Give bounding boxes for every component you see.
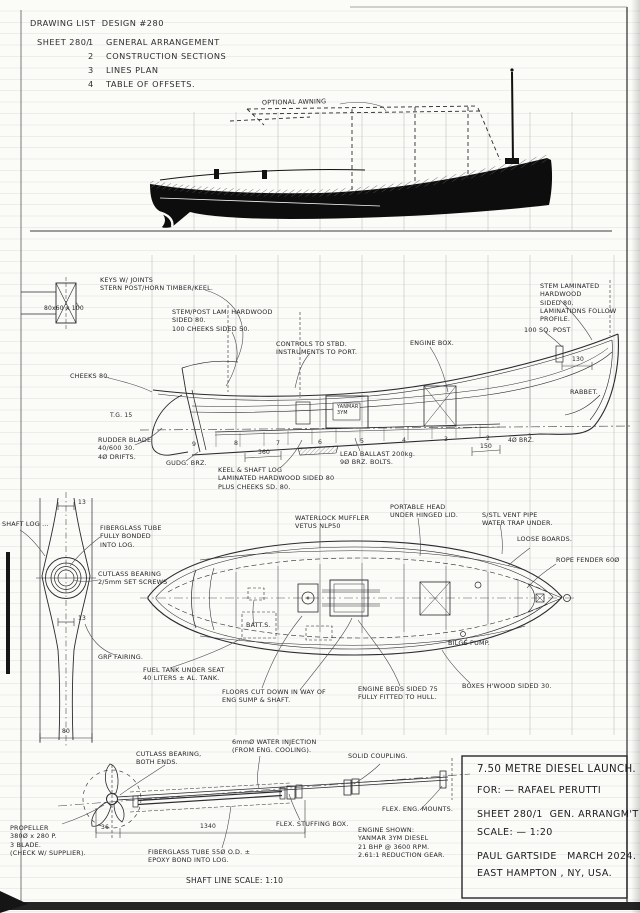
annotation-yanmar-tag: YANMAR 3YM	[337, 405, 359, 416]
drawing-list-sheet-prefix: SHEET 280/	[37, 37, 90, 47]
annotation-portable-head: PORTABLE HEAD UNDER HINGED LID.	[390, 503, 459, 520]
annotation-shaft-scale: SHAFT LINE SCALE: 1:10	[186, 876, 284, 885]
annotation-samson-post: 100 SQ. POST	[524, 326, 571, 334]
annotation-dim80: 80	[62, 728, 71, 735]
station-number-8: 8	[234, 440, 238, 447]
annotation-water-injection: 6mmØ WATER INJECTION (FROM ENG. COOLING)…	[232, 738, 317, 755]
annotation-vent-pipe: S/STL VENT PIPE WATER TRAP UNDER.	[482, 511, 553, 528]
drawing-list-item-num: 2	[88, 51, 94, 61]
station-number-9: 9	[192, 441, 196, 448]
annotation-dim13b: 13	[78, 615, 87, 622]
annotation-rudder-blade: RUDDER BLADE 40/600 30. 4Ø DRIFTS.	[98, 436, 152, 461]
annotation-batteries: BATT.S.	[246, 621, 271, 629]
annotation-flex-eng-mounts: FLEX. ENG. MOUNTS.	[382, 805, 454, 813]
annotation-boxes: BOXES H'WOOD SIDED 30.	[462, 682, 552, 690]
drawing-list-title: DRAWING LIST DESIGN #280	[30, 18, 164, 28]
drawing-list-item-label: CONSTRUCTION SECTIONS	[106, 51, 227, 61]
title-block-client: FOR: — RAFAEL PERUTTI	[477, 785, 602, 796]
annotation-controls: CONTROLS TO STBD. INSTRUMENTS TO PORT.	[276, 340, 358, 357]
title-block-author-date: PAUL GARTSIDE MARCH 2024.	[477, 851, 637, 862]
annotation-rabbet: RABBET.	[570, 388, 598, 396]
annotation-brz4: 4Ø BRZ.	[508, 437, 535, 444]
drawing-list-item-label: TABLE OF OFFSETS.	[106, 79, 196, 89]
annotation-dim-1340: 1340	[200, 823, 217, 830]
annotation-fg-tube: FIBERGLASS TUBE FULLY BONDED INTO LOG.	[100, 524, 162, 549]
station-number-2: 2	[486, 435, 490, 442]
annotation-engine-beds: ENGINE BEDS SIDED 75 FULLY FITTED TO HUL…	[358, 685, 438, 702]
annotation-keel-log: KEEL & SHAFT LOG LAMINATED HARDWOOD SIDE…	[218, 466, 335, 491]
annotation-stern-post: STEM/POST LAM. HARDWOOD SIDED 80. 100 CH…	[172, 308, 273, 333]
annotation-optional-awning: OPTIONAL AWNING	[261, 97, 327, 107]
annotation-cutlass-both: CUTLASS BEARING, BOTH ENDS.	[136, 750, 202, 767]
annotation-dim-36: 36	[101, 824, 110, 831]
annotation-fuel-tank: FUEL TANK UNDER SEAT 40 LITERS ± AL. TAN…	[143, 666, 225, 683]
annotation-keys: KEYS W/ JOINTS STERN POST/HORN TIMBER/KE…	[100, 276, 214, 293]
drawing-list-item-num: 4	[88, 79, 94, 89]
annotation-key-size: 80x60 x 100	[44, 305, 84, 312]
annotation-tg15: T.G. 15	[110, 412, 133, 419]
annotation-flex-stuffing-box: FLEX. STUFFING BOX.	[276, 820, 349, 828]
annotation-dim13a: 13	[78, 499, 87, 506]
hull-silhouette	[30, 68, 612, 232]
title-block-location: EAST HAMPTON , NY, USA.	[477, 868, 613, 879]
paper-edge-shadow	[631, 0, 640, 913]
plan-view	[140, 540, 575, 656]
annotation-rope-fender: ROPE FENDER 60Ø	[556, 556, 620, 564]
annotation-bilge-pump: BILGE PUMP.	[448, 639, 490, 647]
station-number-3: 3	[444, 436, 448, 443]
annotation-gudgeon: GUDG. BRZ.	[166, 459, 207, 467]
drawing-list-item-label: GENERAL ARRANGEMENT	[106, 37, 220, 47]
keel-key-detail	[21, 277, 77, 330]
shaft-line-detail	[57, 758, 471, 838]
title-block-frame	[461, 755, 628, 899]
annotation-ballast: LEAD BALLAST 200kg. 9Ø BRZ. BOLTS.	[340, 450, 416, 467]
station-number-4: 4	[402, 437, 406, 444]
annotation-cheeks: CHEEKS 80.	[70, 372, 110, 380]
annotation-grp-fairing: GRP FAIRING.	[98, 653, 144, 661]
station-number-7: 7	[276, 440, 280, 447]
station-number-6: 6	[318, 439, 322, 446]
station-number-1: 1	[528, 433, 532, 440]
construction-profile	[139, 280, 631, 462]
drawing-list-item-num: 1	[88, 37, 94, 47]
annotation-shaft-log: SHAFT LOG ...	[2, 520, 49, 528]
annotation-fg-tube-od: FIBERGLASS TUBE 55Ø O.D. ± EPOXY BOND IN…	[148, 848, 251, 865]
annotation-muffler: WATERLOCK MUFFLER VETUS NLP50	[295, 514, 370, 531]
drawing-list-item-label: LINES PLAN	[106, 65, 159, 75]
deadwood-detail	[36, 492, 96, 746]
awning-frame	[229, 105, 501, 190]
title-block-sheet: SHEET 280/1 GEN. ARRANGM'T	[477, 809, 639, 820]
annotation-engine-note: ENGINE SHOWN: YANMAR 3YM DIESEL 21 BHP @…	[358, 826, 445, 859]
annotation-dim-130: 130	[572, 356, 585, 363]
annotation-floors-cut: FLOORS CUT DOWN IN WAY OF ENG SUMP & SHA…	[222, 688, 326, 705]
title-block-scale: SCALE: — 1:20	[477, 827, 553, 838]
page-borders	[0, 6, 640, 913]
station-number-5: 5	[360, 438, 364, 445]
title-block-project: 7.50 METRE DIESEL LAUNCH.	[477, 764, 637, 775]
leader-lines	[19, 102, 593, 849]
annotation-stem-lam: STEM LAMINATED HARDWOOD SIDED 80. LAMINA…	[540, 282, 617, 324]
annotation-cutlass-screws: CUTLASS BEARING 2/5mm SET SCREWS	[98, 570, 168, 587]
annotation-dim-360: 360	[258, 449, 271, 456]
annotation-dim-150: 150	[480, 443, 493, 450]
annotation-propeller: PROPELLER 380Ø x 280 P. 3 BLADE. (CHECK …	[10, 824, 86, 857]
annotation-solid-coupling: SOLID COUPLING.	[348, 752, 408, 760]
drawing-list-item-num: 3	[88, 65, 94, 75]
annotation-engine-box: ENGINE BOX.	[410, 339, 455, 347]
annotation-loose-boards: LOOSE BOARDS.	[517, 535, 573, 543]
